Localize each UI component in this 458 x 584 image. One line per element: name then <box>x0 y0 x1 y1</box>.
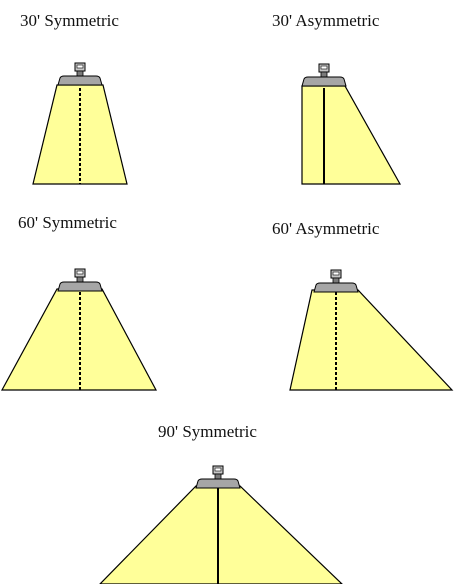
fixture-neck <box>332 277 340 284</box>
fixture-neck <box>76 70 84 77</box>
fixture-housing <box>313 282 359 293</box>
beam-90-symmetric <box>99 485 343 584</box>
fixture-60-asymmetric <box>313 269 359 293</box>
fixture-neck <box>214 473 222 480</box>
fixture-mount-window <box>320 65 328 70</box>
fixture-30-symmetric <box>57 62 103 86</box>
fixture-mount-window <box>76 64 84 69</box>
fixture-housing <box>57 75 103 86</box>
label-90-symmetric: 90' Symmetric <box>158 422 257 441</box>
label-30-symmetric: 30' Symmetric <box>20 11 119 30</box>
fixture-mount-window <box>332 271 340 276</box>
label-60-symmetric: 60' Symmetric <box>18 213 117 232</box>
fixture-neck <box>76 276 84 283</box>
fixture-housing <box>57 281 103 292</box>
fixture-neck <box>320 71 328 78</box>
fixture-30-asymmetric <box>301 63 347 87</box>
fixture-mount-window <box>76 270 84 275</box>
fixture-mount-window <box>214 467 222 472</box>
beam-30-asymmetric <box>301 85 402 185</box>
label-60-asymmetric: 60' Asymmetric <box>272 219 380 238</box>
fixture-housing <box>301 76 347 87</box>
fixture-60-symmetric <box>57 268 103 292</box>
fixture-housing <box>195 478 241 489</box>
beam-60-asymmetric <box>289 289 454 391</box>
fixture-90-symmetric <box>195 465 241 489</box>
label-30-asymmetric: 30' Asymmetric <box>272 11 380 30</box>
